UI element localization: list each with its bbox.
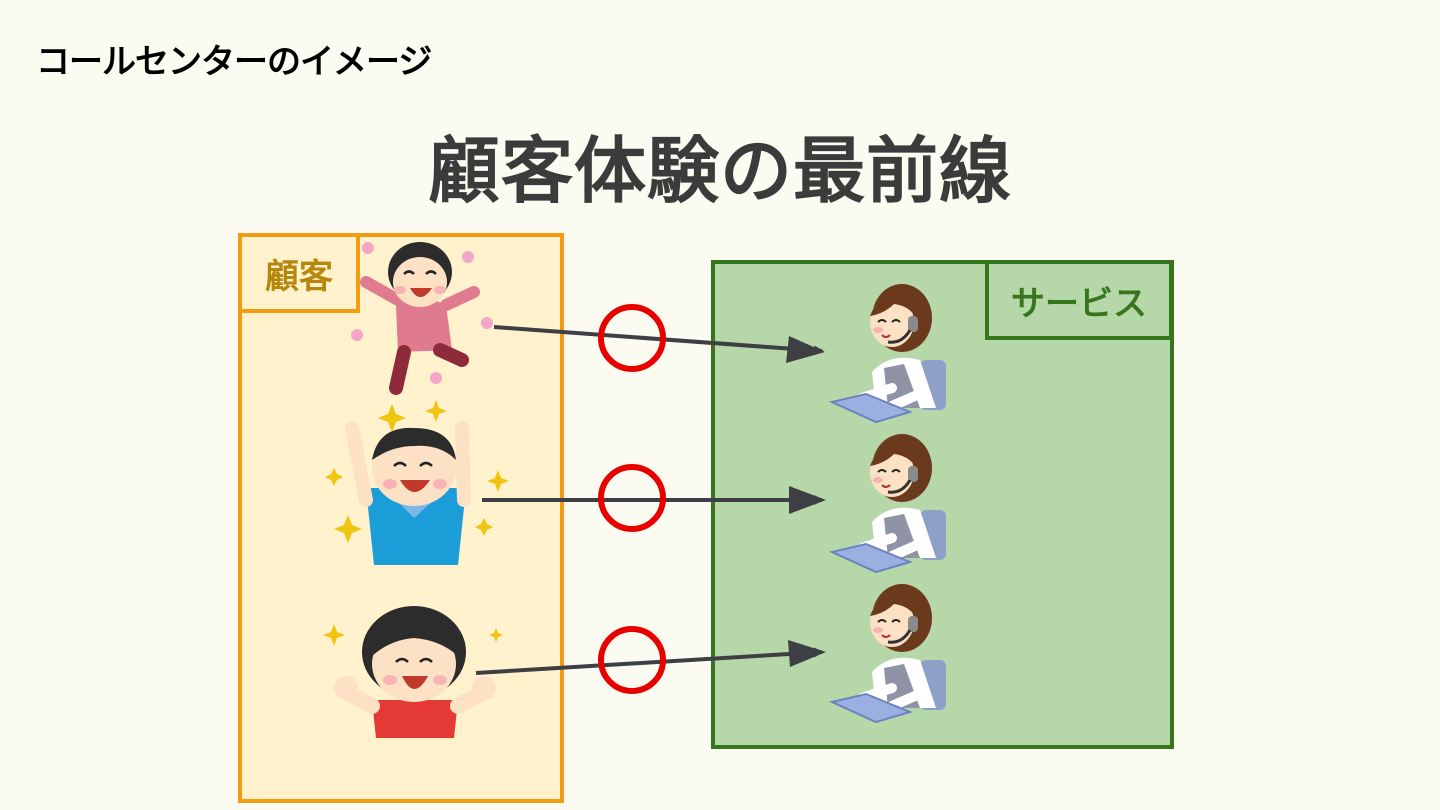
arrowhead-3 (788, 640, 826, 667)
call-center-operator-icon (832, 434, 946, 572)
call-center-operator-icon (832, 284, 946, 422)
arrowhead-1 (786, 336, 825, 363)
circle-mark-3 (601, 629, 663, 691)
arrowhead-2 (789, 486, 826, 514)
happy-woman-jumping-icon (351, 242, 493, 388)
call-center-operator-icon (832, 584, 946, 722)
connection-arrow-1 (494, 327, 822, 351)
connection-arrow-3 (476, 652, 822, 673)
happy-boy-cheering-icon (325, 400, 509, 565)
